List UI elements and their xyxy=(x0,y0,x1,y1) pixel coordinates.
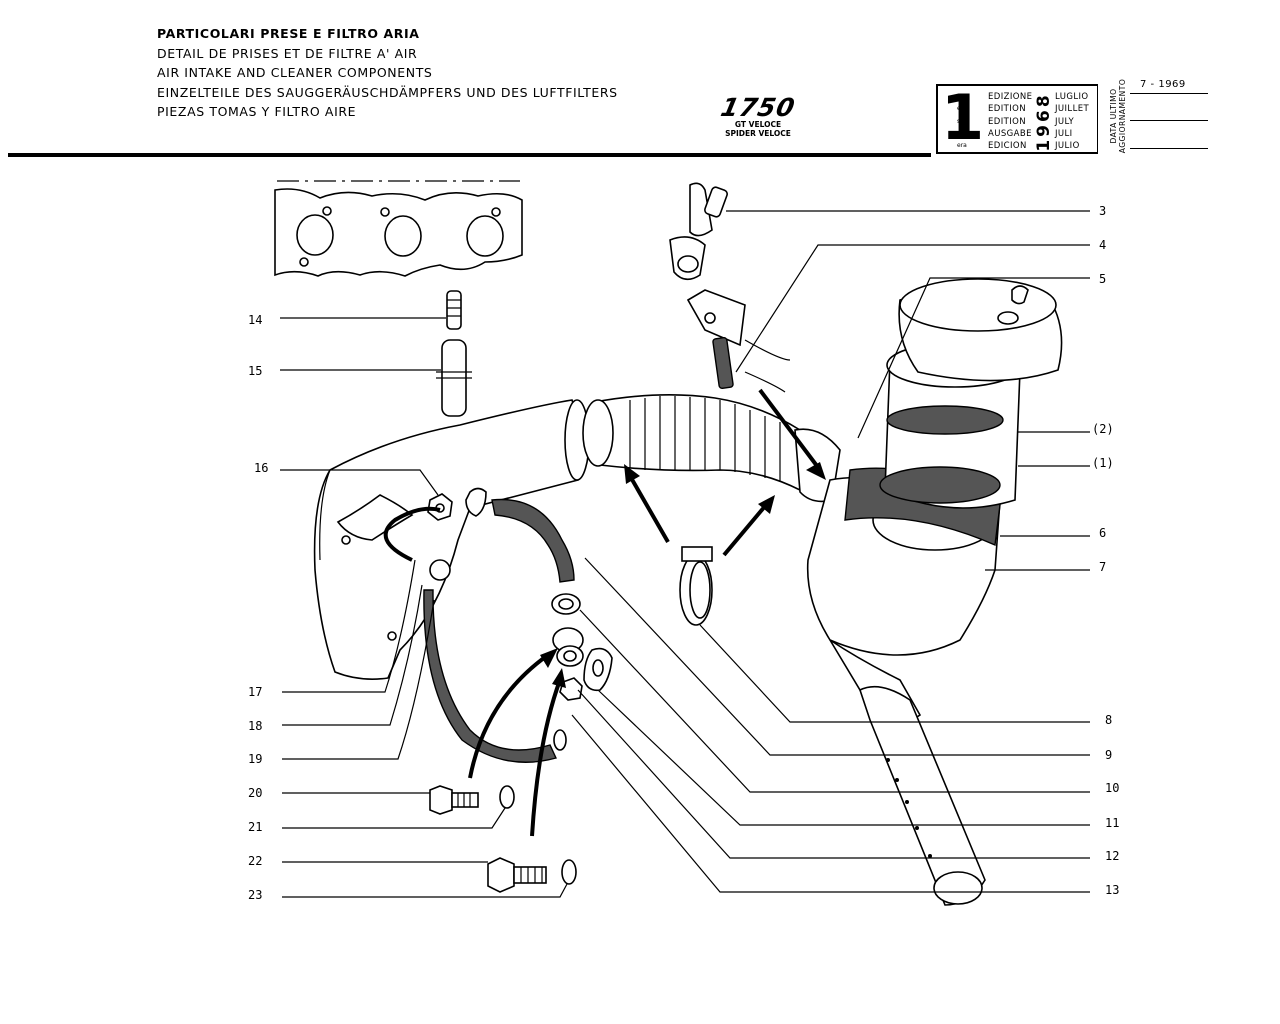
edition-box xyxy=(936,84,1098,154)
part-11-gasket xyxy=(583,647,613,692)
model-logo: 1750 GT VELOCE SPIDER VELOCE xyxy=(712,93,804,138)
part-12-nut xyxy=(559,677,583,701)
callout-15: 15 xyxy=(248,364,262,378)
callout-5: 5 xyxy=(1099,272,1106,286)
part-20-bolt xyxy=(429,785,479,815)
callout-6: 6 xyxy=(1099,526,1106,540)
update-lines xyxy=(1130,93,1208,153)
callout-16: 16 xyxy=(254,461,268,475)
part-21-washer xyxy=(499,785,515,809)
callout-17: 17 xyxy=(248,685,262,699)
intake-manifold-flange xyxy=(274,180,523,277)
callout-13: 13 xyxy=(1105,883,1119,897)
callout-21: 21 xyxy=(248,820,262,834)
part-19-drain-tube xyxy=(423,559,567,763)
page-titles: PARTICOLARI PRESE E FILTRO ARIA DETAIL D… xyxy=(157,24,618,122)
update-line xyxy=(1130,120,1208,121)
edition-ordinal: st xyxy=(957,117,963,125)
title-spanish: PIEZAS TOMAS Y FILTRO AIRE xyxy=(157,104,357,120)
edition-label: AUSGABE xyxy=(988,128,1032,139)
edition-ordinal: a xyxy=(957,93,961,100)
edition-ordinal: ere xyxy=(957,105,967,113)
callout-11: 11 xyxy=(1105,816,1119,830)
model-variant-spider: SPIDER VELOCE xyxy=(725,129,791,138)
callout-9: 9 xyxy=(1105,748,1112,762)
callout-labels: 14 15 16 17 18 19 20 21 22 23 3 4 5 (2) … xyxy=(248,204,1119,902)
callout-4: 4 xyxy=(1099,238,1106,252)
callout-7: 7 xyxy=(1099,560,1106,574)
title-italian: PARTICOLARI PRESE E FILTRO ARIA xyxy=(157,26,420,41)
rubber-hose xyxy=(465,487,575,583)
part-13-outlet-pipe xyxy=(859,685,986,906)
edition-label: EDICION xyxy=(988,141,1027,152)
callout-14: 14 xyxy=(248,313,262,327)
title-french: DETAIL DE PRISES ET DE FILTRE A' AIR xyxy=(157,45,418,61)
edition-label: EDITION xyxy=(988,116,1026,127)
assembly-arrows xyxy=(383,388,826,837)
part-3-fitting xyxy=(669,182,728,281)
callout-20: 20 xyxy=(248,786,262,800)
update-line xyxy=(1130,148,1208,149)
callout-10: 10 xyxy=(1105,781,1119,795)
callout-1: (1) xyxy=(1092,456,1114,470)
header-rule xyxy=(8,153,931,157)
edition-month: JULY xyxy=(1055,116,1075,127)
callout-3: 3 xyxy=(1099,204,1106,218)
part-10-clamp xyxy=(552,627,584,667)
edition-label: EDITION xyxy=(988,104,1026,115)
part-5-cover xyxy=(898,278,1063,382)
edition-month: JULIO xyxy=(1055,141,1080,152)
edition-ordinal: era xyxy=(957,142,967,150)
title-german: EINZELTEILE DES SAUGGERÄUSCHDÄMPFERS UND… xyxy=(157,84,618,100)
edition-month: JULI xyxy=(1055,128,1073,139)
update-line xyxy=(1130,93,1208,94)
part-15-hose-connector xyxy=(436,339,472,417)
edition-month: LUGLIO xyxy=(1055,92,1089,102)
callout-leader-lines xyxy=(280,210,1090,898)
edition-month: JUILLET xyxy=(1055,104,1090,115)
part-23-washer xyxy=(561,859,577,885)
title-english: AIR INTAKE AND CLEANER COMPONENTS xyxy=(157,65,433,81)
part-8-clamp xyxy=(679,546,713,626)
part-22-bolt xyxy=(487,857,547,893)
callout-18: 18 xyxy=(248,719,262,733)
callout-8: 8 xyxy=(1105,713,1112,727)
edition-label: EDIZIONE xyxy=(988,92,1033,102)
edition-months: LUGLIO JUILLET JULY JULI JULIO xyxy=(1055,91,1089,152)
edition-ordinal: . xyxy=(957,129,959,137)
part-14-nipple xyxy=(446,290,462,330)
part-9-clamp xyxy=(551,593,581,615)
callout-23: 23 xyxy=(248,888,262,902)
edition-ordinals: a ere st . era xyxy=(957,91,967,152)
callout-2: (2) xyxy=(1092,422,1114,436)
callout-22: 22 xyxy=(248,854,262,868)
last-update-date: 7 - 1969 xyxy=(1140,79,1186,90)
model-variant-gt: GT VELOCE xyxy=(734,120,782,129)
edition-labels: EDIZIONE EDITION EDITION AUSGABE EDICION xyxy=(988,91,1032,152)
callout-12: 12 xyxy=(1105,849,1119,863)
part-4-bolt xyxy=(686,289,791,393)
edition-number: 1 xyxy=(941,81,985,154)
callout-19: 19 xyxy=(248,752,262,766)
